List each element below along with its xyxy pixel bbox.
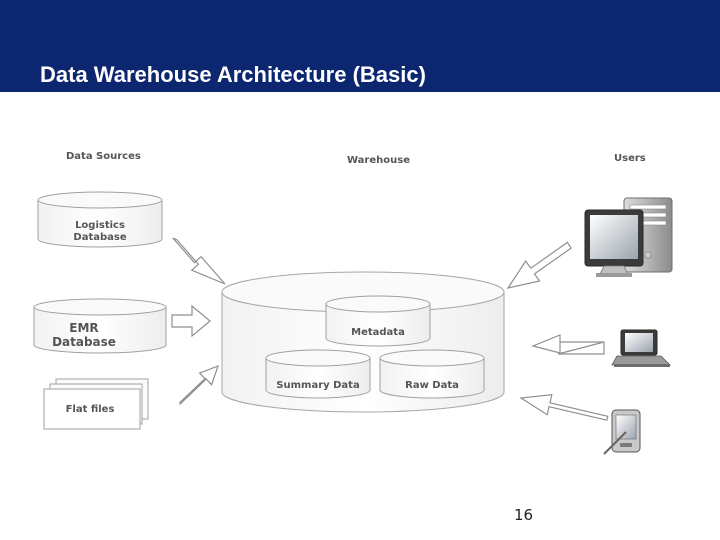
emr-database-cylinder: EMR Database xyxy=(33,298,167,354)
page-number: 16 xyxy=(514,506,534,524)
emr-db-label: Database xyxy=(52,335,116,349)
slide-title: Data Warehouse Architecture (Basic) xyxy=(40,62,426,87)
title-bar xyxy=(0,0,720,92)
summary-data-cylinder: Summary Data xyxy=(265,349,371,399)
users-heading: Users xyxy=(614,153,646,164)
arrow-pda-to-warehouse xyxy=(519,394,609,421)
logistics-database-cylinder: Logistics Database xyxy=(37,191,163,248)
architecture-diagram: Data Sources Warehouse Users Logistics D… xyxy=(33,151,673,455)
raw-data-cylinder: Raw Data xyxy=(379,349,485,399)
sources-heading: Data Sources xyxy=(66,151,141,162)
arrow-laptop-to-warehouse xyxy=(531,334,605,355)
flat-files-label: Flat files xyxy=(66,404,115,415)
emr-label: EMR xyxy=(69,321,98,335)
pda-icon xyxy=(603,409,641,455)
logistics-label: Logistics xyxy=(75,220,125,231)
metadata-label: Metadata xyxy=(351,327,405,338)
raw-data-label: Raw Data xyxy=(405,380,459,391)
warehouse-heading: Warehouse xyxy=(347,155,410,166)
arrow-logistics-to-warehouse xyxy=(172,237,226,285)
logistics-db-label: Database xyxy=(73,232,126,243)
metadata-cylinder: Metadata xyxy=(325,295,431,347)
flat-files-stack: Flat files xyxy=(43,378,149,430)
arrow-flatfiles-to-warehouse xyxy=(179,364,219,406)
laptop-icon xyxy=(611,329,671,367)
arrow-desktop-to-warehouse xyxy=(506,241,572,289)
summary-data-label: Summary Data xyxy=(276,380,359,391)
desktop-computer-icon xyxy=(584,197,673,277)
arrow-emr-to-warehouse xyxy=(171,304,211,338)
